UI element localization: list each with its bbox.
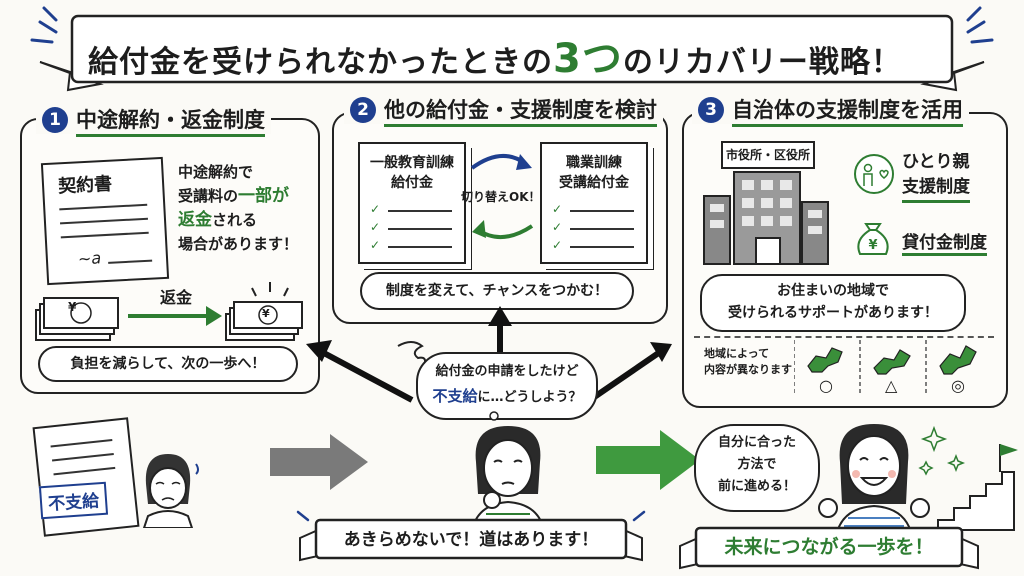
happy-person-icon [818, 424, 1018, 536]
check-icon: ✓ [552, 202, 563, 216]
title-text-after: のリカバリー戦略！ [622, 45, 902, 80]
right-banner-text: 未来につながる一歩を！ [724, 536, 934, 558]
yen-symbol-left: ¥ [68, 300, 77, 314]
money-bag-icon: ¥ [857, 223, 889, 255]
panel1-title-text: 中途解約・返金制度 [76, 108, 265, 137]
title-highlight: 3つ [553, 36, 623, 82]
panel3-cloud: お住まいの地域で 受けられるサポートがあります！ [700, 274, 966, 332]
panel2-number-badge: 2 [350, 97, 376, 123]
region-maps [794, 340, 977, 396]
title-text-before: 給付金を受けられなかったときの [88, 45, 553, 80]
region-mark-circle: ○ [819, 376, 833, 395]
doc2-title-line2: 受講給付金 [559, 175, 629, 191]
page-title: 給付金を受けられなかったときの3つのリカバリー戦略！ [88, 26, 902, 84]
money-stack-left [35, 297, 119, 341]
speech-line2: 方法で [737, 457, 777, 472]
region-note-line2: 内容が異なります [704, 363, 792, 376]
thought-bubble: 給付金の申請をしたけど 不支給に…どうしよう？ [416, 352, 598, 420]
check-icon: ✓ [370, 238, 381, 252]
speech-line1: 自分に合った [717, 435, 796, 450]
check-icon: ✓ [552, 238, 563, 252]
worried-person-icon [142, 454, 199, 528]
refund-arrow-label: 返金 [160, 288, 193, 307]
doc-vocational-training: 職業訓練 受講給付金 ✓ ✓ ✓ [540, 142, 648, 264]
rejection-stamp: 不支給 [38, 481, 109, 520]
family-icon [854, 154, 894, 194]
support1-line1: ひとり親 [902, 152, 970, 172]
panel1-bottom-cloud: 負担を減らして、次の一歩へ！ [38, 346, 298, 382]
thought-line2-highlight: 不支給 [432, 387, 478, 405]
speech-bubble: 自分に合った 方法で 前に進める！ [694, 424, 820, 512]
doc1-title-line1: 一般教育訓練 [370, 155, 454, 171]
support1-line2: 支援制度 [902, 175, 970, 203]
center-banner-text: あきらめないで！道はあります！ [343, 530, 599, 550]
region-note-line1: 地域によって [704, 347, 770, 360]
panel3-cloud-line2: 受けられるサポートがあります！ [728, 305, 938, 321]
city-hall-sign: 市役所・区役所 [726, 148, 811, 162]
speech-line3: 前に進める！ [717, 479, 796, 494]
rejection-document [32, 417, 140, 537]
panel1-desc-line2b: 一部が [238, 186, 290, 206]
check-icon: ✓ [370, 220, 381, 234]
region-strip [694, 336, 994, 398]
panel3-title: 3 自治体の支援制度を活用 [692, 94, 969, 127]
region-note: 地域によって 内容が異なります [704, 346, 792, 378]
svg-text:¥: ¥ [868, 238, 877, 253]
thinking-person-icon [470, 411, 546, 530]
region-mark-double-circle: ◎ [951, 376, 965, 395]
check-icon: ✓ [552, 220, 563, 234]
right-banner-frame [679, 526, 979, 570]
title-banner-frame [30, 6, 994, 92]
money-stack-right [225, 282, 303, 341]
panel3-number-badge: 3 [698, 97, 724, 123]
region-mark-triangle: △ [885, 376, 898, 395]
doc-general-training: 一般教育訓練 給付金 ✓ ✓ ✓ [358, 142, 466, 264]
panel1-title: 1 中途解約・返金制度 [36, 104, 271, 137]
panel1-desc-line3b: される [212, 211, 258, 229]
doc2-title-line1: 職業訓練 [566, 155, 622, 171]
panel1-desc-line2a: 受講料の [178, 187, 239, 205]
panel1-number-badge: 1 [42, 107, 68, 133]
panel1-desc-line3a: 返金 [178, 210, 212, 230]
panel1-desc-line4: 場合があります！ [178, 235, 299, 253]
panel2-title: 2 他の給付金・支援制度を検討 [344, 94, 663, 127]
panel3-title-text: 自治体の支援制度を活用 [732, 98, 963, 127]
thought-line1: 給付金の申請をしたけど [435, 364, 579, 379]
center-banner-frame [296, 510, 646, 562]
panel3-cloud-line1: お住まいの地域で [777, 283, 889, 299]
refund-illustration [35, 282, 303, 341]
thought-line2-rest: に…どうしよう？ [477, 390, 582, 405]
panel2-bottom-cloud: 制度を変えて、チャンスをつかむ！ [360, 272, 634, 310]
city-hall-building-icon [703, 141, 829, 265]
doc1-title-line2: 給付金 [391, 175, 433, 191]
panel1-description: 中途解約で 受講料の一部が 返金される 場合があります！ [178, 160, 298, 256]
yen-symbol-right: ¥ [262, 307, 270, 320]
switch-arrows-icon [470, 154, 534, 239]
switch-ok-label: 切り替えOK！ [461, 190, 541, 204]
check-icon: ✓ [370, 202, 381, 216]
loan-support: 貸付金制度 [902, 228, 987, 256]
panel2-title-text: 他の給付金・支援制度を検討 [384, 98, 657, 127]
single-parent-support: ひとり親 支援制度 [902, 150, 970, 203]
panel1-desc-line1: 中途解約で [178, 163, 254, 181]
